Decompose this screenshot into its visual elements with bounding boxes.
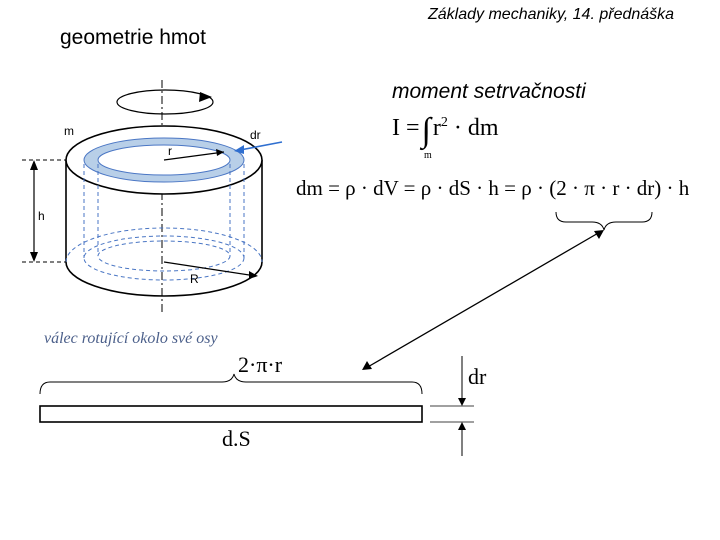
subtitle: moment setrvačnosti [392,80,586,103]
integral-body: r [432,115,441,141]
link-arrow-head-top-icon [594,230,604,239]
rotation-arrow-icon [199,92,212,102]
slide-title: geometrie hmot [60,26,206,49]
formula-integral: I =∫r2 · dm [392,112,499,150]
rotation-ellipse [116,89,214,115]
label-m: m [64,124,74,138]
thickness-arrow-bottom-icon [458,422,466,430]
shell-bottom-outer [83,235,245,281]
integral-exponent: 2 [440,115,448,130]
circumference-label: 2·π·r [238,352,283,377]
thickness-arrow-top-icon [458,398,466,406]
header-title: Základy mechaniky, 14. přednáška [428,6,675,23]
thickness-label: dr [468,364,487,389]
unrolled-strip [39,405,423,423]
label-R: R [190,272,199,286]
link-arrow-head-bottom-icon [362,361,372,370]
radius-R-line [163,261,257,277]
label-dr: dr [250,128,261,142]
height-arrow-bottom-icon [30,252,38,262]
term-bracket [555,211,653,231]
integral-limit: m [424,150,432,161]
cylinder-bottom-back [65,227,263,263]
circumference-brace [39,373,423,395]
area-label: d.S [222,426,251,451]
height-arrow-top-icon [30,160,38,170]
radius-R-arrow-icon [249,271,258,279]
cylinder-bottom-front [65,261,263,297]
label-h: h [38,209,45,223]
label-r: r [168,144,172,158]
radius-r-line [163,151,225,161]
dr-pointer-arrow-icon [234,145,244,154]
dr-pointer-line [239,141,283,151]
formula-dm: dm = ρ · dV = ρ · dS · h = ρ · (2 · π · … [296,176,690,200]
integral-sign-icon: ∫ [421,112,431,149]
integral-tail: · dm [447,115,499,141]
integral-lhs: I = [392,115,420,141]
link-arrow-line [365,231,601,369]
figure-caption: válec rotující okolo své osy [44,330,218,347]
shell-bottom-inner [97,240,231,272]
radius-r-arrow-icon [216,149,224,156]
